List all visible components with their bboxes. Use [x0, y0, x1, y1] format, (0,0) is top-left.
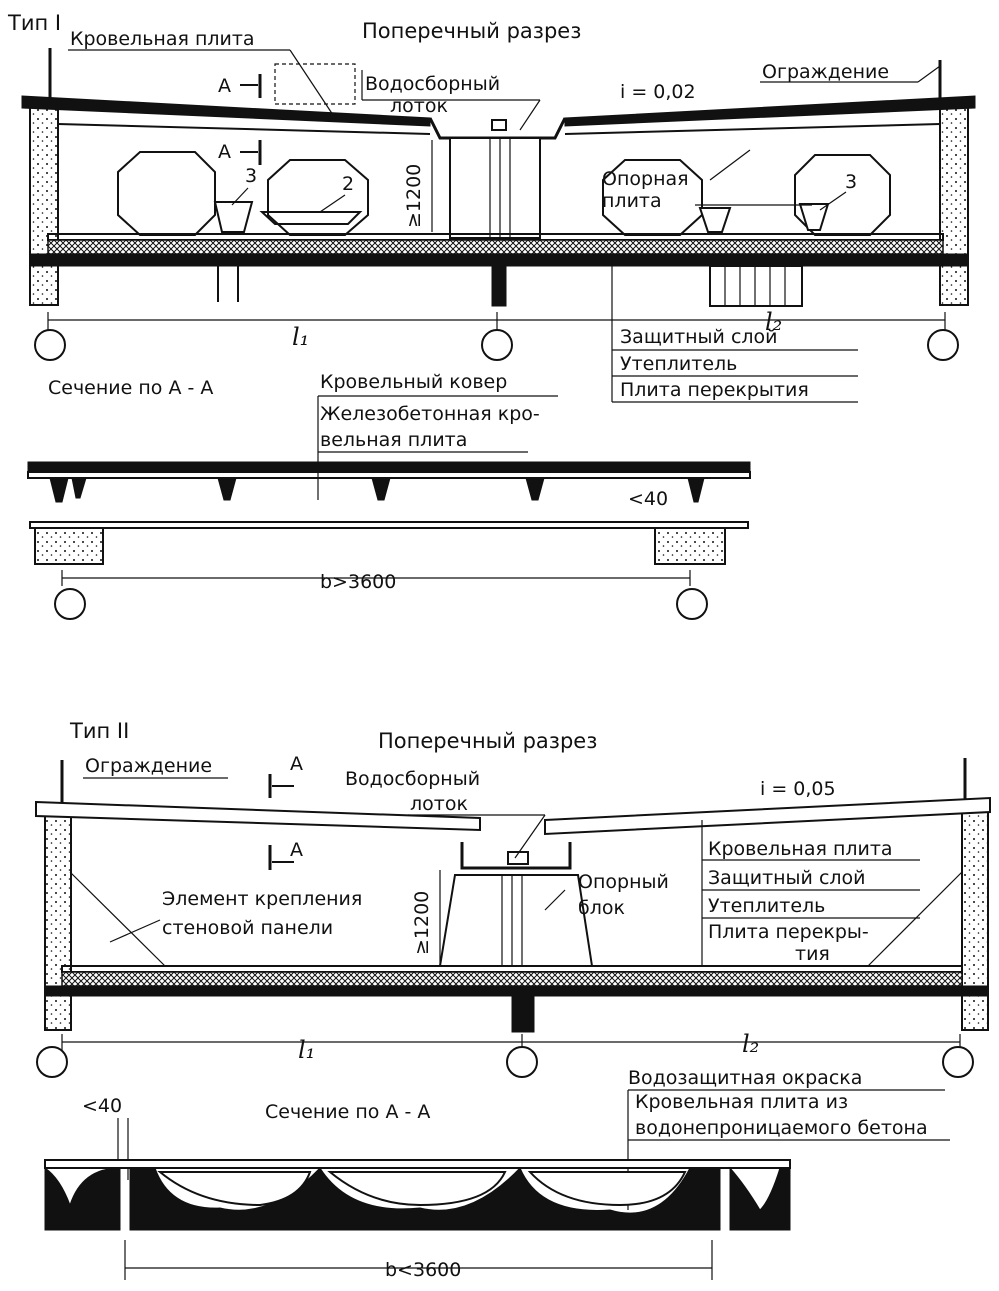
- type2-plate-waterproof-2: водонепроницаемого бетона: [635, 1117, 928, 1139]
- type2-wall-fix-left: [69, 871, 166, 967]
- type1-span-2: l₂: [765, 308, 782, 336]
- type1-section-mark-bottom: А: [218, 141, 231, 163]
- type2-tag: Тип II: [69, 719, 129, 743]
- type2-aa-vaults: [129, 1167, 721, 1231]
- type2-support-block-label-1: Опорный: [578, 871, 669, 893]
- type1-rc-plate-1: Железобетонная кро-: [320, 403, 540, 425]
- type1-axis-3: [927, 329, 959, 361]
- type1-num-3-right: 3: [845, 171, 857, 193]
- type1-drain-label-2: лоток: [390, 95, 448, 117]
- type1-roof-carpet: Кровельный ковер: [320, 371, 507, 393]
- type2-layer-floor: [44, 985, 989, 997]
- type1-section-mark-top: А: [218, 75, 231, 97]
- type2-slope: i = 0,05: [760, 778, 836, 800]
- type1-wall-left: [29, 99, 59, 306]
- type1-rc-plate-2: вельная плита: [320, 429, 467, 451]
- type2-axis-2: [506, 1046, 538, 1078]
- type2-axis-3: [942, 1046, 974, 1078]
- type2-layer-protect: [61, 965, 963, 973]
- type1-beam-support-left: [34, 527, 104, 565]
- type1-support-column: [449, 137, 541, 239]
- type1-roof-plate-right: [564, 95, 976, 127]
- type1-title: Поперечный разрез: [362, 19, 581, 43]
- type1-column-middle: [491, 265, 507, 307]
- type2-drain-tray: [460, 842, 572, 870]
- type2-aa-vault-left: [44, 1167, 121, 1231]
- type2-width: b<3600: [385, 1259, 461, 1281]
- type2-roof-plate-label: Кровельная плита: [708, 838, 893, 860]
- type2-section-aa: Водозащитная окраска Кровельная плита из…: [44, 1067, 950, 1281]
- type2-wall-fix-label-2: стеновой панели: [162, 917, 333, 939]
- type2-drain-label-1: Водосборный: [345, 768, 480, 790]
- type1-section-aa: Сечение по А - А Кровельный ковер Железо…: [27, 371, 751, 620]
- type2-waterproof-paint: Водозащитная окраска: [628, 1067, 862, 1089]
- type2-layer-floor-label-2: тия: [795, 943, 830, 965]
- type1-num-2: 2: [342, 173, 354, 195]
- type2-column-middle: [511, 995, 535, 1033]
- type2-layer-insul: [61, 971, 963, 987]
- type2-wall-fix-right: [867, 871, 963, 967]
- type1-axis-1: [34, 329, 66, 361]
- type2-layer-protect-label: Защитный слой: [708, 867, 866, 889]
- type2-cross-section: Тип II Поперечный разрез Ограждение: [35, 719, 991, 1078]
- type2-roof-plate-right: [544, 796, 991, 836]
- type2-drain-label-2: лоток: [410, 793, 468, 815]
- type2-wall-fix-label-1: Элемент крепления: [162, 888, 362, 910]
- type2-section-title: Сечение по А - А: [265, 1101, 430, 1123]
- type1-layer-insul-label: Утеплитель: [620, 353, 737, 375]
- type1-num-3-left: 3: [245, 165, 257, 187]
- type2-title: Поперечный разрез: [378, 729, 597, 753]
- type2-wall-right: [961, 811, 989, 1031]
- type1-height: ≥1200: [403, 164, 425, 228]
- type1-aa-axis-left: [54, 588, 86, 620]
- type1-support-plate-label-2: плита: [602, 190, 662, 212]
- type1-support-3-right: [798, 203, 830, 231]
- type2-plate-waterproof-1: Кровельная плита из: [635, 1091, 848, 1113]
- type1-support-2: [259, 211, 363, 225]
- type2-aa-vault-right: [729, 1166, 791, 1231]
- type2-support-block: [438, 874, 594, 967]
- type1-beam: [29, 521, 749, 529]
- type1-beam-support-right: [654, 527, 726, 565]
- type2-span-1: l₁: [298, 1036, 315, 1064]
- type1-width: b>3600: [320, 571, 396, 593]
- type1-cross-section: Тип I Поперечный разрез: [7, 11, 976, 403]
- type2-section-mark-top: А: [290, 753, 303, 775]
- type2-roof-plate-left: [35, 800, 481, 832]
- type1-wall-right: [939, 99, 969, 306]
- type1-layer-insul: [47, 239, 944, 255]
- type1-slope: i = 0,02: [620, 81, 696, 103]
- type2-span-2: l₂: [742, 1030, 759, 1058]
- type1-roof-plate-left: [21, 95, 431, 127]
- type1-duct-1: [117, 151, 216, 236]
- type1-fence-label: Ограждение: [762, 61, 889, 83]
- type1-gap: <40: [628, 488, 668, 510]
- type1-tag: Тип I: [7, 11, 61, 35]
- type1-layer-floor: [29, 253, 969, 267]
- type2-axis-1: [36, 1046, 68, 1078]
- type2-layer-floor-label-1: Плита перекры-: [708, 921, 869, 943]
- type2-aa-top: [44, 1159, 791, 1169]
- type1-support-plate-label-1: Опорная: [602, 168, 689, 190]
- type1-support-plate: [698, 207, 732, 233]
- type1-layer-floor-label: Плита перекрытия: [620, 379, 809, 401]
- type1-aa-axis-right: [676, 588, 708, 620]
- type2-support-block-label-2: блок: [578, 897, 625, 919]
- type1-ribbed-plate: [27, 461, 751, 473]
- type1-layer-protect-label: Защитный слой: [620, 326, 778, 348]
- type2-wall-left: [44, 811, 72, 1031]
- type2-gap: <40: [82, 1095, 122, 1117]
- type1-roof-plate-label: Кровельная плита: [70, 28, 255, 50]
- type2-fence-label: Ограждение: [85, 755, 212, 777]
- type1-drain-label-1: Водосборный: [365, 73, 500, 95]
- type2-section-mark-bottom: А: [290, 839, 303, 861]
- type1-section-title: Сечение по А - А: [48, 377, 213, 399]
- type1-axis-2: [481, 329, 513, 361]
- type1-span-1: l₁: [292, 323, 309, 351]
- type2-layer-insul-label: Утеплитель: [708, 895, 825, 917]
- type2-height: ≥1200: [411, 891, 433, 955]
- type1-support-3-left: [213, 201, 254, 233]
